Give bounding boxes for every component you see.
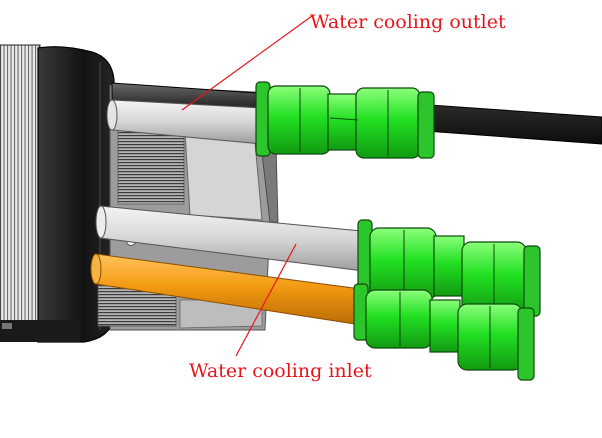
push-fitting-icon xyxy=(255,81,435,159)
motor-housing-icon xyxy=(0,44,115,343)
inlet-leader-line xyxy=(235,243,297,357)
inlet-callout-label: Water cooling inlet xyxy=(189,360,372,382)
push-fitting-icon xyxy=(353,219,541,381)
outlet-callout-label: Water cooling outlet xyxy=(310,11,506,33)
outlet-leader-line xyxy=(181,15,313,111)
